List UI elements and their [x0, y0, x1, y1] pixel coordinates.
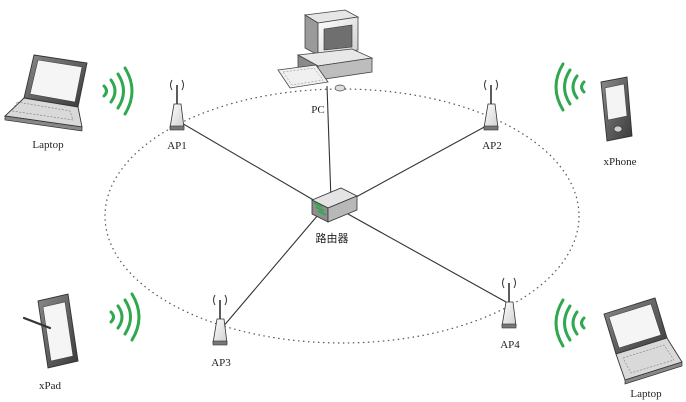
wifi-signal-icon-laptop — [102, 66, 134, 116]
antenna-icon-ap2 — [483, 79, 499, 131]
label-laptop-right: Laptop — [630, 388, 662, 400]
label-laptop-left: Laptop — [32, 139, 64, 151]
antenna-icon-ap3 — [212, 294, 228, 346]
label-ap1: AP1 — [167, 140, 187, 152]
label-xpad: xPad — [39, 380, 62, 392]
antenna-icon-ap4 — [501, 277, 517, 329]
label-pc: PC — [311, 104, 324, 116]
label-router: 路由器 — [316, 231, 349, 245]
link-router-pc — [326, 85, 332, 201]
label-ap4: AP4 — [500, 339, 520, 351]
link-router-ap2 — [344, 124, 489, 204]
label-ap3: AP3 — [211, 357, 231, 369]
coverage-ellipse — [104, 88, 580, 344]
stylus — [22, 316, 52, 330]
label-ap2: AP2 — [482, 140, 502, 152]
tablet-icon — [22, 293, 79, 369]
wifi-signal-icon-xphone — [554, 62, 586, 112]
pc-icon — [277, 9, 374, 92]
antenna-icon-ap1 — [169, 79, 185, 131]
wifi-signal-icon-xpad — [109, 292, 141, 342]
wifi-signal-icon-laptop-right — [554, 298, 586, 348]
phone-icon — [600, 76, 633, 142]
link-router-ap4 — [347, 213, 507, 303]
link-router-ap3 — [221, 214, 319, 329]
laptop-icon-right — [603, 297, 683, 385]
router-icon — [311, 187, 358, 223]
connection-lines — [179, 85, 507, 329]
laptop-icon-left — [4, 54, 88, 132]
link-router-ap1 — [179, 121, 323, 206]
label-xphone: xPhone — [604, 156, 637, 168]
